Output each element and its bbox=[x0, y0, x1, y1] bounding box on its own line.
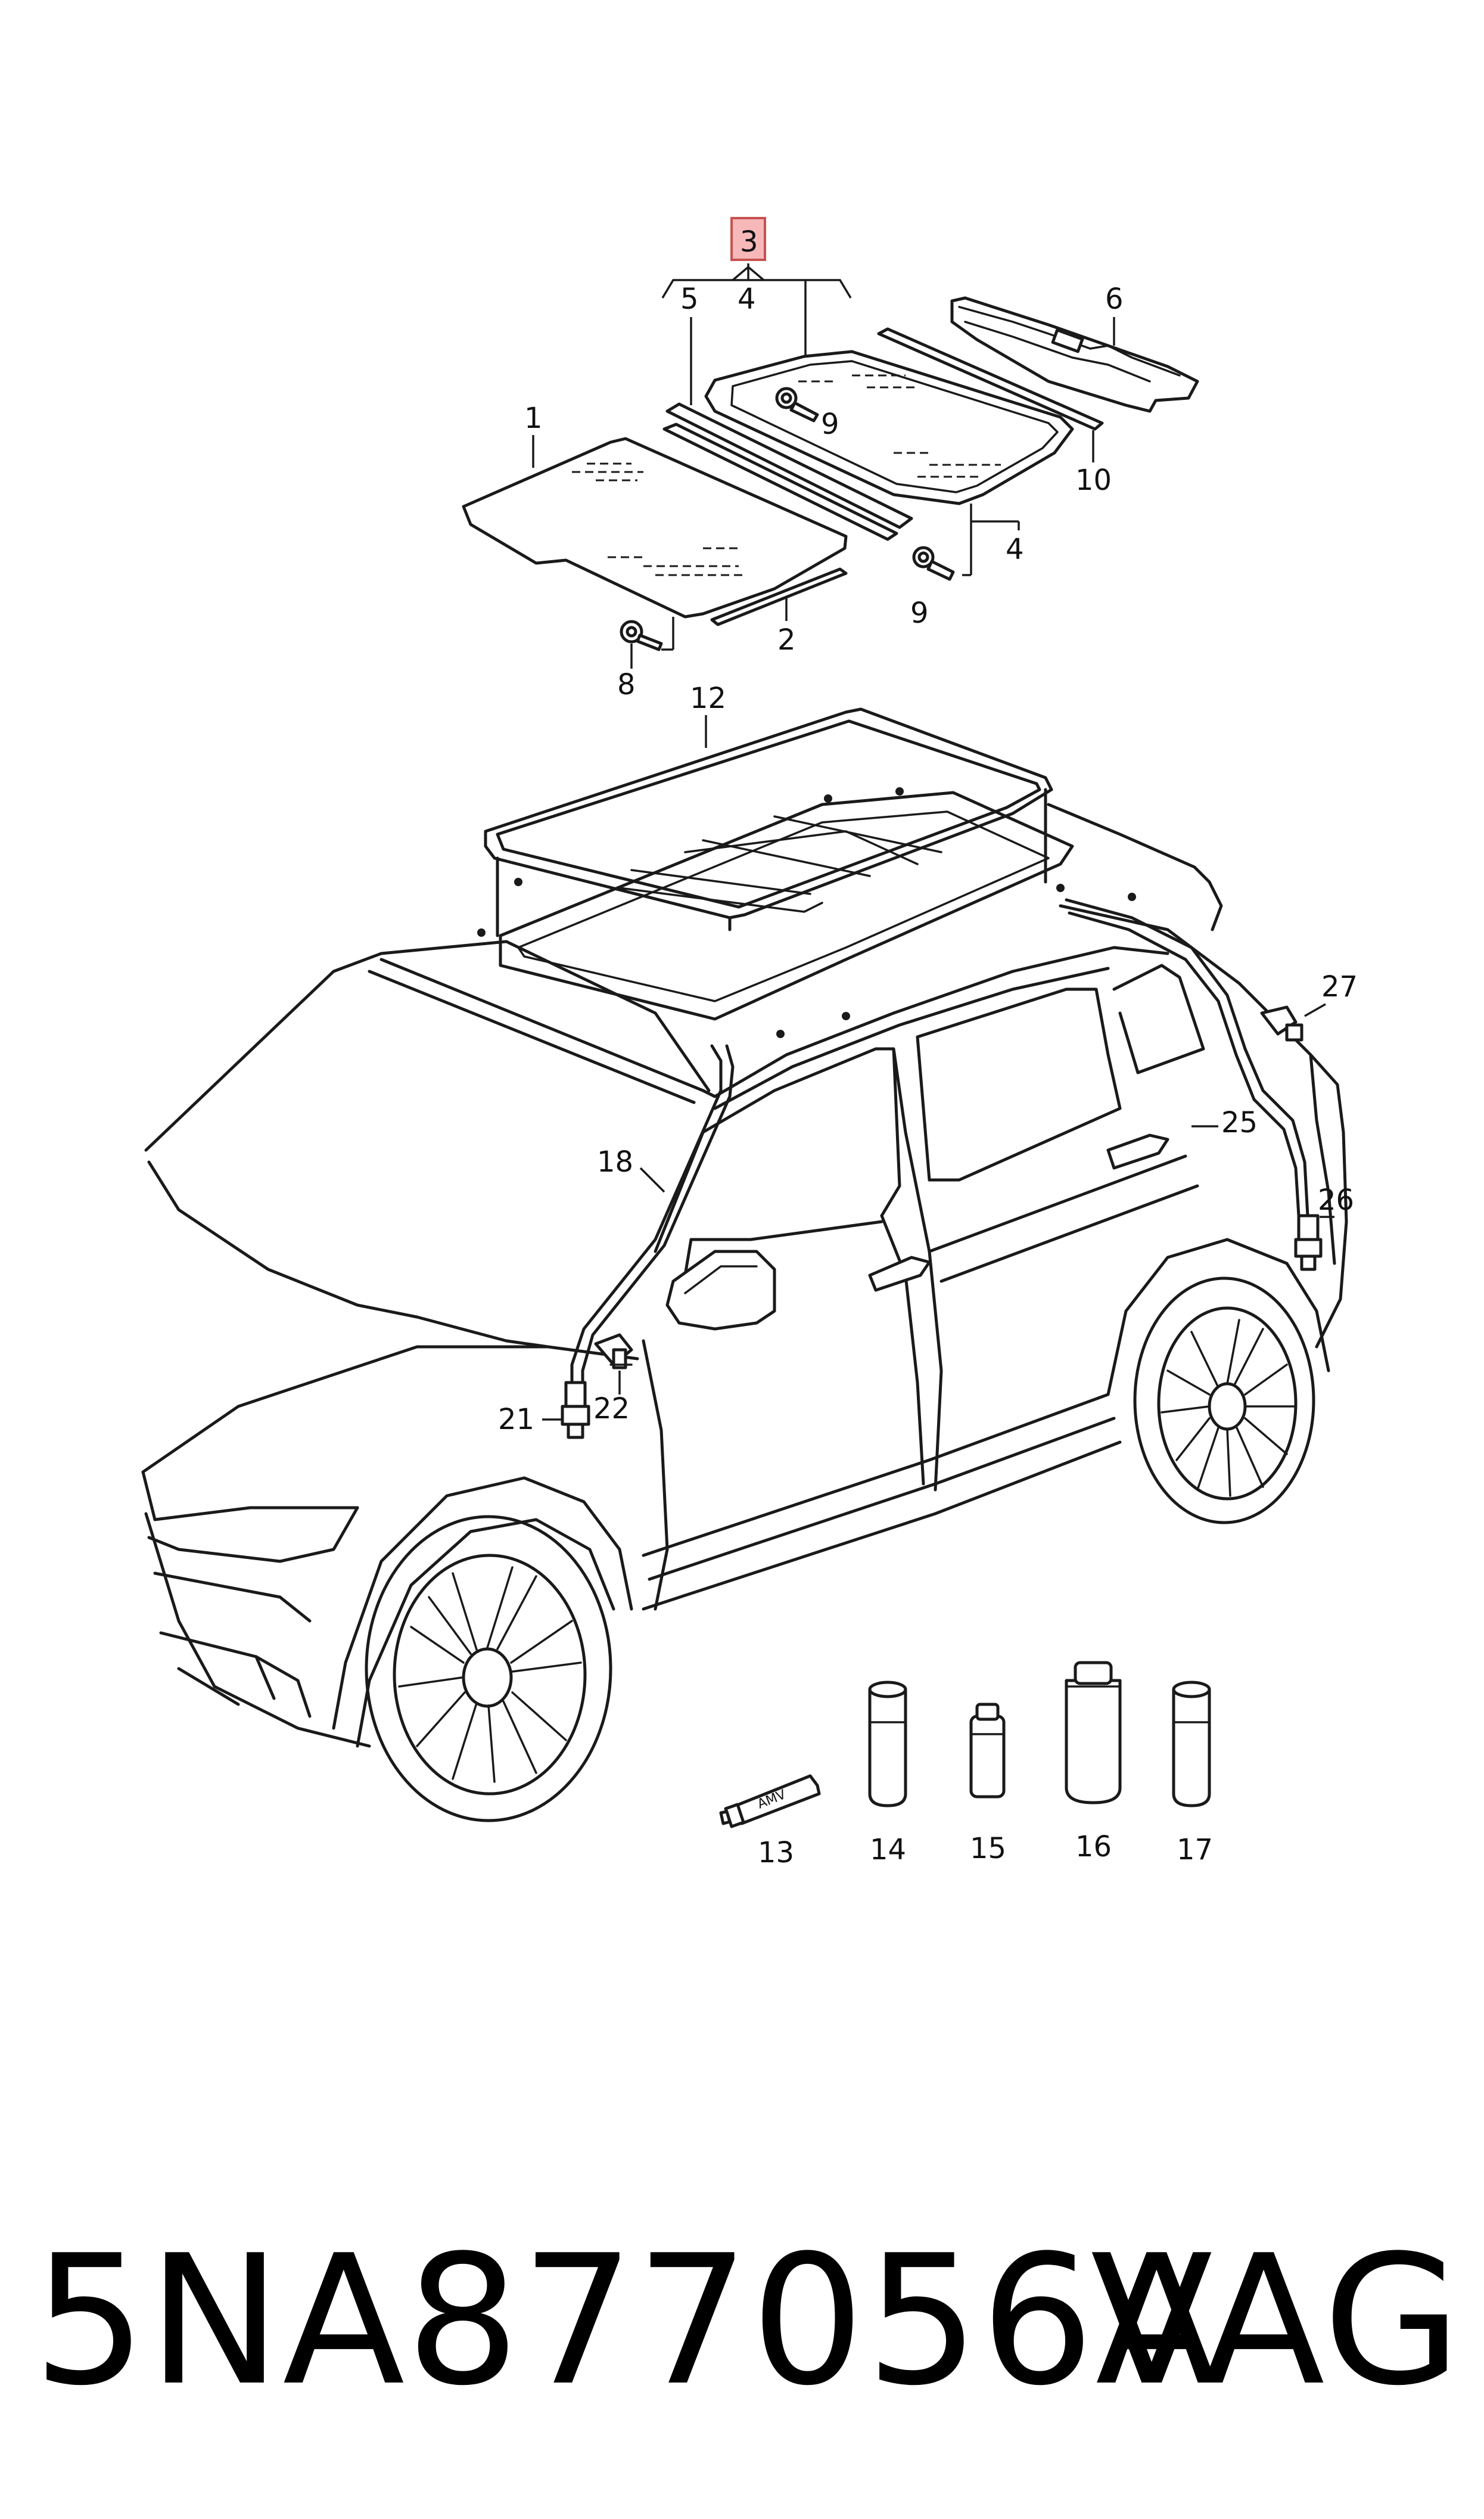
can-14 bbox=[868, 1681, 907, 1807]
part-10-side-strip bbox=[877, 327, 1104, 431]
callout-4-top: 4 bbox=[738, 282, 756, 316]
can-17 bbox=[1172, 1681, 1211, 1807]
callout-16: 16 bbox=[1075, 1830, 1112, 1863]
callout-27: 27 bbox=[1321, 970, 1358, 1004]
bottle-15 bbox=[969, 1703, 1006, 1799]
callout-3-highlight-box bbox=[730, 217, 766, 261]
callout-2: 2 bbox=[777, 623, 796, 657]
rear-wheel bbox=[1133, 1276, 1315, 1524]
callout-6: 6 bbox=[1105, 282, 1124, 316]
screw-9-top bbox=[775, 387, 819, 423]
callout-10: 10 bbox=[1075, 464, 1112, 497]
callout-17: 17 bbox=[1177, 1833, 1213, 1866]
clip-22 bbox=[594, 1333, 633, 1369]
clip-27 bbox=[1260, 1005, 1303, 1042]
consumables: AMV 13 14 15 16 17 bbox=[719, 1661, 1213, 1869]
callout-4-bottom: 4 bbox=[1006, 533, 1024, 566]
callout-26: 26 bbox=[1318, 1184, 1354, 1217]
part-2-strip bbox=[710, 567, 848, 626]
part-number: 5NA877056A bbox=[33, 2217, 1219, 2425]
screw-9-bottom bbox=[912, 546, 955, 581]
callout-5: 5 bbox=[680, 282, 699, 316]
callout-1: 1 bbox=[524, 402, 543, 435]
sunroof-assembly: 3 5 4 6 10 bbox=[462, 217, 1199, 701]
caption: 5NA877056A VAG bbox=[33, 2223, 1463, 2419]
callout-25: 25 bbox=[1221, 1106, 1258, 1139]
grommet-26 bbox=[1294, 1214, 1323, 1271]
callout-9-top: 9 bbox=[821, 408, 839, 441]
part-1-front-glass-panel bbox=[462, 437, 848, 619]
parts-diagram: 3 5 4 6 10 bbox=[141, 217, 1358, 1869]
callout-15: 15 bbox=[970, 1832, 1006, 1865]
grommet-21 bbox=[561, 1381, 590, 1439]
part-12-roof-seal-frame bbox=[484, 707, 1053, 937]
front-wheel bbox=[365, 1515, 612, 1822]
callout-12: 12 bbox=[690, 682, 726, 715]
callout-8: 8 bbox=[617, 668, 636, 701]
part-4-rear-glass-panel bbox=[704, 350, 1074, 505]
callout-13: 13 bbox=[758, 1836, 794, 1869]
callout-22: 22 bbox=[593, 1392, 630, 1425]
callout-3: 3 bbox=[740, 225, 758, 259]
callout-21: 21 bbox=[498, 1403, 534, 1436]
callout-18: 18 bbox=[597, 1145, 633, 1179]
vehicle-body: 12 bbox=[141, 682, 1358, 1822]
callout-9-bottom: 9 bbox=[910, 597, 929, 630]
part-6-rear-rail bbox=[950, 296, 1199, 413]
bottle-16 bbox=[1065, 1661, 1122, 1804]
callout-14: 14 bbox=[870, 1833, 906, 1866]
brand-name: VAG bbox=[1090, 2217, 1463, 2425]
tube-13: AMV bbox=[719, 1774, 821, 1828]
part-5-seal-strip bbox=[662, 402, 913, 541]
screw-8 bbox=[620, 620, 663, 651]
